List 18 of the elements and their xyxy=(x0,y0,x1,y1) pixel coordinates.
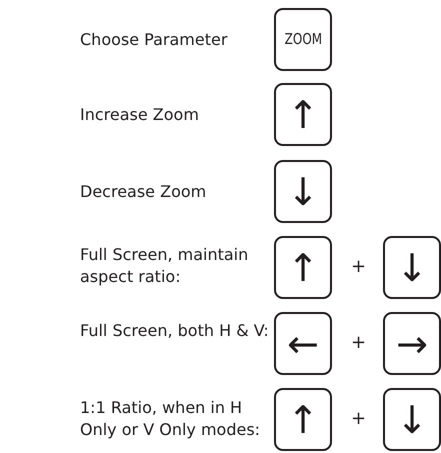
key-button: ↑ xyxy=(274,388,332,451)
key-button: → xyxy=(383,312,441,375)
key-button: ZOOM xyxy=(274,8,332,71)
plus-sign: + xyxy=(351,332,368,354)
key-button: ↑ xyxy=(274,236,332,299)
key-button: ↓ xyxy=(274,160,332,223)
key-button: ↓ xyxy=(383,388,441,451)
plus-sign: + xyxy=(351,408,368,430)
key-button: ↑ xyxy=(274,83,332,146)
key-button: ← xyxy=(274,312,332,375)
instruction-text: Choose Parameter xyxy=(80,29,228,51)
key-button: ↓ xyxy=(383,236,441,299)
plus-sign: + xyxy=(351,256,368,278)
instruction-text: 1:1 Ratio, when in H Only or V Only modes: xyxy=(80,397,262,441)
instruction-text: Decrease Zoom xyxy=(80,181,208,203)
instruction-text: Full Screen, both H & V: xyxy=(80,320,270,342)
instruction-text: Increase Zoom xyxy=(80,104,200,126)
instruction-text: Full Screen, maintain aspect ratio: xyxy=(80,244,250,288)
